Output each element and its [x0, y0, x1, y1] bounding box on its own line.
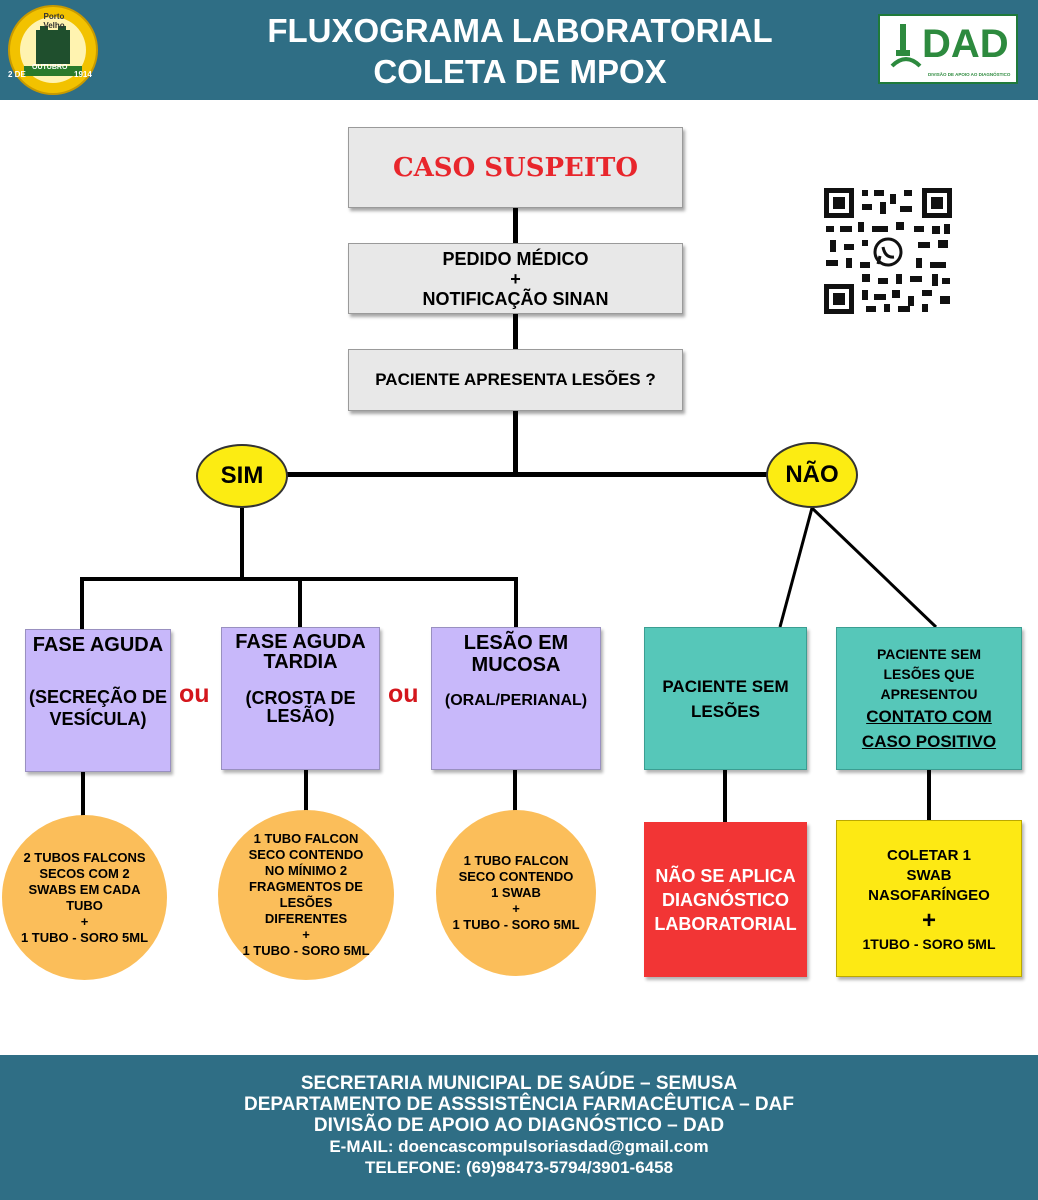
- nao-ellipse: NÃO: [766, 442, 858, 508]
- connector: [723, 770, 727, 822]
- email-label: E-MAIL:: [329, 1137, 394, 1156]
- footer-daf: DEPARTAMENTO DE ASSSISTÊNCIA FARMACÊUTIC…: [244, 1094, 794, 1115]
- pedido-medico-label: PEDIDO MÉDICO: [442, 248, 589, 269]
- footer-telefone: TELEFONE: (69)98473-5794/3901-6458: [364, 1158, 674, 1177]
- pedido-plus: +: [510, 268, 521, 289]
- whatsapp-qr-code-icon: [822, 186, 954, 316]
- mucosa-subtitle: (ORAL/PERIANAL): [444, 692, 588, 709]
- lesao-mucosa-box: LESÃO EM MUCOSA (ORAL/PERIANAL): [431, 627, 601, 770]
- coletar-swab-box: COLETAR 1 SWAB NASOFARÍNGEO + 1TUBO - SO…: [836, 820, 1022, 977]
- connector: [513, 411, 518, 475]
- connector: [513, 314, 518, 350]
- connector: [513, 208, 518, 244]
- connector: [514, 577, 518, 629]
- porto-velho-seal-logo: [6, 4, 100, 96]
- connector: [81, 772, 85, 816]
- seal-left-text: 2 DE: [8, 70, 26, 79]
- connector: [927, 770, 931, 822]
- contato-positivo-label: CONTATO COM CASO POSITIVO: [861, 706, 997, 751]
- nao-se-aplica-label: NÃO SE APLICA DIAGNÓSTICO LABORATORIAL: [654, 865, 797, 934]
- header-bar: [0, 0, 1038, 100]
- notificacao-sinan-label: NOTIFICAÇÃO SINAN: [422, 288, 609, 309]
- amostra-fase-aguda-circle: 2 TUBOS FALCONS SECOS COM 2 SWABS EM CAD…: [2, 815, 167, 980]
- c3-plus: +: [512, 901, 520, 916]
- title-line-1: FLUXOGRAMA LABORATORIAL: [267, 12, 773, 49]
- c1-plus: +: [80, 913, 89, 929]
- dad-logo-subtitle: DIVISÃO DE APOIO AO DIAGNÓSTICO: [928, 72, 1011, 77]
- email-address[interactable]: doencascompulsoriasdad@gmail.com: [398, 1137, 709, 1156]
- coletar-soro: 1TUBO - SORO 5ML: [862, 935, 996, 952]
- c2-plus: +: [302, 927, 310, 942]
- nao-branch-lines: [778, 506, 938, 629]
- seal-top-text: Porto Velho: [43, 12, 65, 30]
- coletar-label: COLETAR 1 SWAB NASOFARÍNGEO: [868, 846, 990, 904]
- seal-band-text: OUTUBRO: [32, 64, 68, 71]
- connector: [284, 472, 770, 477]
- amostra-fase-tardia-circle: 1 TUBO FALCON SECO CONTENDO NO MÍNIMO 2 …: [218, 810, 394, 980]
- contato-label: PACIENTE SEM LESÕES QUE APRESENTOU: [877, 645, 981, 702]
- fase-aguda-title: FASE AGUDA: [32, 634, 164, 656]
- coletar-plus: +: [921, 906, 936, 934]
- c3-text: 1 TUBO FALCON SECO CONTENDO 1 SWAB: [458, 853, 574, 900]
- connector: [240, 508, 244, 580]
- mucosa-title: LESÃO EM MUCOSA: [463, 632, 569, 676]
- c3-soro: 1 TUBO - SORO 5ML: [452, 917, 580, 932]
- amostra-mucosa-circle: 1 TUBO FALCON SECO CONTENDO 1 SWAB + 1 T…: [436, 810, 596, 976]
- contato-positivo-box: PACIENTE SEM LESÕES QUE APRESENTOU CONTA…: [836, 627, 1022, 770]
- caso-suspeito-box: CASO SUSPEITO: [348, 127, 683, 208]
- question-box: PACIENTE APRESENTA LESÕES ?: [348, 349, 683, 411]
- sim-label: SIM: [220, 462, 264, 489]
- fase-aguda-tardia-box: FASE AGUDA TARDIA (CROSTA DE LESÃO): [221, 627, 380, 770]
- question-label: PACIENTE APRESENTA LESÕES ?: [375, 370, 656, 389]
- sem-lesoes-label: PACIENTE SEM LESÕES: [662, 676, 789, 721]
- dad-logo-text: DAD: [922, 22, 1009, 66]
- caso-suspeito-label: CASO SUSPEITO: [392, 152, 639, 183]
- footer-semusa: SECRETARIA MUNICIPAL DE SAÚDE – SEMUSA: [300, 1073, 738, 1094]
- dad-logo: DAD DIVISÃO DE APOIO AO DIAGNÓSTICO: [878, 14, 1018, 84]
- ou-connector-label: ou: [179, 680, 210, 708]
- fase-tardia-title: FASE AGUDA TARDIA: [235, 631, 366, 673]
- footer-dad: DIVISÃO DE APOIO AO DIAGNÓSTICO – DAD: [313, 1115, 725, 1136]
- seal-right-text: 1914: [74, 70, 92, 79]
- fase-aguda-box: FASE AGUDA (SECREÇÃO DE VESÍCULA): [25, 629, 171, 772]
- nao-label: NÃO: [785, 461, 839, 488]
- fase-tardia-subtitle: (CROSTA DE LESÃO): [245, 688, 356, 726]
- connector: [304, 770, 308, 814]
- sem-lesoes-box: PACIENTE SEM LESÕES: [644, 627, 807, 770]
- footer-email-row: E-MAIL: doencascompulsoriasdad@gmail.com: [0, 1136, 1038, 1157]
- page-title: FLUXOGRAMA LABORATORIAL COLETA DE MPOX: [150, 10, 890, 92]
- title-line-2: COLETA DE MPOX: [373, 53, 667, 90]
- connector: [80, 577, 84, 629]
- nao-se-aplica-box: NÃO SE APLICA DIAGNÓSTICO LABORATORIAL: [644, 822, 807, 977]
- footer-bar: SECRETARIA MUNICIPAL DE SAÚDE – SEMUSA D…: [0, 1055, 1038, 1200]
- pedido-medico-box: PEDIDO MÉDICO + NOTIFICAÇÃO SINAN: [348, 243, 683, 314]
- c2-text: 1 TUBO FALCON SECO CONTENDO NO MÍNIMO 2 …: [248, 831, 364, 926]
- sim-ellipse: SIM: [196, 444, 288, 508]
- ou-connector-label: ou: [388, 680, 419, 708]
- connector: [513, 770, 517, 812]
- c1-soro: 1 TUBO - SORO 5ML: [20, 929, 149, 945]
- connector: [298, 577, 302, 629]
- c1-text: 2 TUBOS FALCONS SECOS COM 2 SWABS EM CAD…: [23, 849, 146, 913]
- fase-aguda-subtitle: (SECREÇÃO DE VESÍCULA): [28, 687, 167, 729]
- c2-soro: 1 TUBO - SORO 5ML: [242, 943, 370, 958]
